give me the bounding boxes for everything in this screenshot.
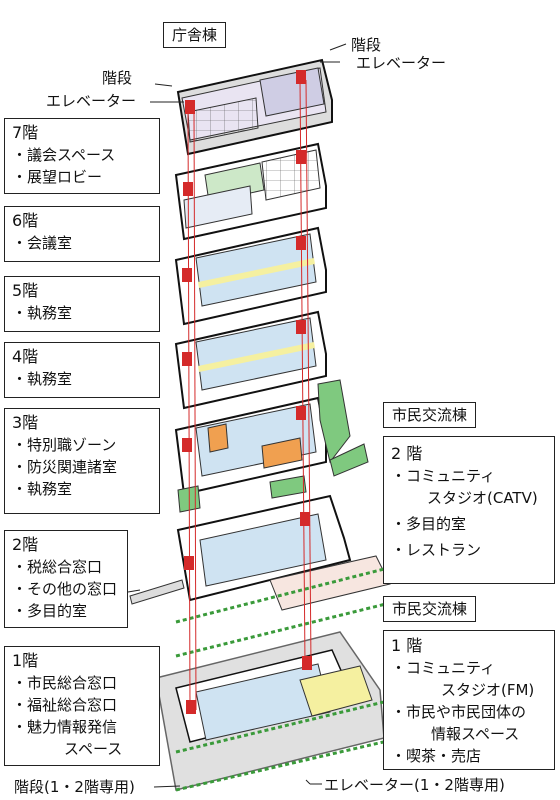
- floor-6-item: ・会議室: [12, 234, 73, 252]
- floor-3-item: ・執務室: [12, 480, 73, 498]
- floor-6-heading: 6階: [12, 211, 39, 230]
- civic-1f-box: 1 階 ・コミュニティ スタジオ(FM) ・市民や市民団体の 情報スペース ・喫…: [383, 630, 555, 770]
- floor-5-plan: [174, 226, 327, 326]
- civic-2f-item: ・レストラン: [391, 541, 482, 559]
- floor-3-plan: [174, 379, 369, 513]
- floor-4-item: ・執務室: [12, 370, 73, 388]
- floor-1-item: ・福祉総合窓口: [12, 696, 118, 714]
- elevator-shaft-lines: [187, 79, 312, 711]
- floor-3-item: ・特別職ゾーン: [12, 436, 117, 454]
- civic-building-tag-1f: 市民交流棟: [383, 596, 477, 622]
- stair-label-top-left: 階段: [102, 69, 133, 87]
- floor-6-box: 6階 ・会議室: [4, 206, 160, 262]
- civic-1f-item: ・喫茶・売店: [391, 747, 482, 765]
- floor-4-heading: 4階: [12, 347, 39, 366]
- floor-1-box: 1階 ・市民総合窓口 ・福祉総合窓口 ・魅力情報発信 スペース: [4, 646, 160, 766]
- floor-3-item: ・防災関連諸室: [12, 458, 118, 476]
- building-title: 庁舎棟: [163, 22, 227, 48]
- civic-1f-item: 情報スペース: [431, 725, 520, 743]
- floor-4-box: 4階 ・執務室: [4, 342, 160, 398]
- floor-7-box: 7階 ・議会スペース ・展望ロビー: [4, 118, 160, 194]
- floor-2-item: ・その他の窓口: [12, 580, 118, 598]
- floor-1-item: ・魅力情報発信: [12, 718, 118, 736]
- civic-1f-item: ・市民や市民団体の: [391, 703, 527, 721]
- civic-2f-item: ・コミュニティ: [391, 467, 496, 485]
- floor-1-plan: [155, 631, 393, 792]
- stair-label-bottom: 階段(1・2階専用): [14, 778, 135, 796]
- floor-5-item: ・執務室: [12, 304, 73, 322]
- floor-1-item: スペース: [64, 740, 123, 758]
- floor-3-heading: 3階: [12, 413, 39, 432]
- floor-6-plan: [174, 142, 327, 241]
- floor-2-item: ・多目的室: [12, 602, 88, 620]
- civic-building-tag-2f: 市民交流棟: [383, 402, 477, 428]
- floor-1-heading: 1階: [12, 651, 39, 670]
- floor-2-plan: [129, 494, 411, 658]
- civic-2f-item: スタジオ(CATV): [427, 489, 538, 507]
- floor-1-item: ・市民総合窓口: [12, 674, 118, 692]
- floor-7-plan: [176, 58, 333, 156]
- stair-label-top-right: 階段: [351, 36, 382, 54]
- civic-1f-item: スタジオ(FM): [441, 681, 535, 699]
- elevator-label-top-left: エレベーター: [46, 92, 137, 110]
- floor-3-box: 3階 ・特別職ゾーン ・防災関連諸室 ・執務室: [4, 408, 160, 514]
- floor-7-heading: 7階: [12, 123, 39, 142]
- civic-1f-item: ・コミュニティ: [391, 659, 496, 677]
- floor-2-heading: 2階: [12, 535, 39, 554]
- floor-5-box: 5階 ・執務室: [4, 276, 160, 332]
- elevator-label-bottom: エレベーター(1・2階専用): [324, 776, 505, 794]
- civic-1f-heading: 1 階: [391, 636, 423, 655]
- civic-2f-heading: 2 階: [391, 444, 423, 463]
- floor-2-box: 2階 ・税総合窓口 ・その他の窓口 ・多目的室: [4, 530, 128, 628]
- floor-7-item: ・議会スペース: [12, 146, 116, 164]
- leader-lines: [127, 43, 347, 788]
- floor-4-plan: [174, 310, 327, 410]
- elevator-label-top-right: エレベーター: [356, 54, 447, 72]
- civic-2f-item: ・多目的室: [391, 515, 467, 533]
- floor-5-heading: 5階: [12, 281, 39, 300]
- civic-2f-box: 2 階 ・コミュニティ スタジオ(CATV) ・多目的室 ・レストラン: [383, 436, 555, 584]
- floor-7-item: ・展望ロビー: [12, 168, 103, 186]
- floor-2-item: ・税総合窓口: [12, 558, 103, 576]
